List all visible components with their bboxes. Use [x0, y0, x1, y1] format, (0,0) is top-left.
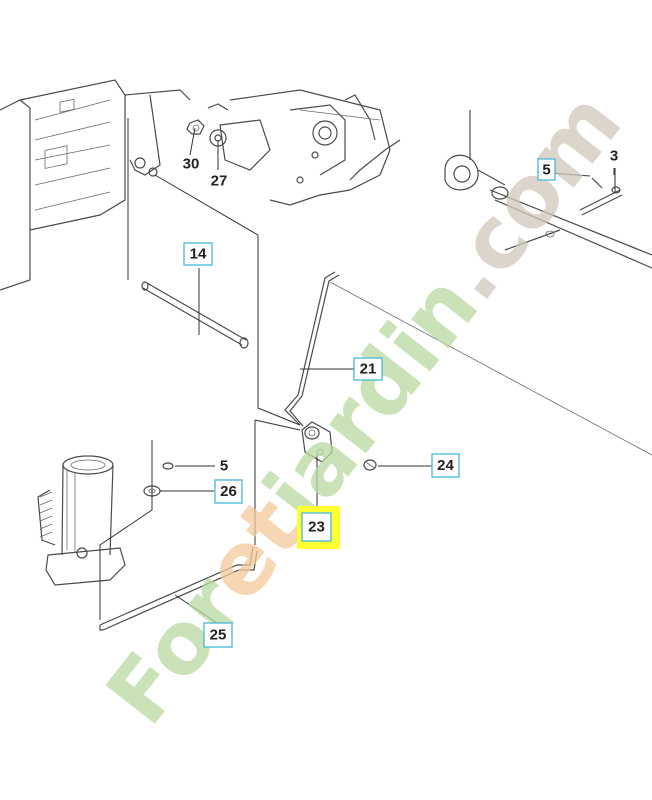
right-shaft-assembly	[444, 110, 652, 269]
chassis-frame	[0, 79, 191, 291]
guide-line	[299, 109, 652, 456]
callout-25-label: 25	[210, 627, 227, 644]
callout-23[interactable]: 23	[297, 506, 340, 549]
callout-23-label: 23	[308, 519, 325, 536]
plate-23	[301, 421, 333, 463]
callout-5-top[interactable]: 5	[537, 158, 556, 181]
callout-21[interactable]: 21	[353, 357, 383, 381]
upper-bracket-assembly	[186, 89, 401, 206]
callout-14-label: 14	[190, 246, 207, 263]
callout-5-lower-label: 5	[220, 458, 228, 475]
callout-5-lower[interactable]: 5	[220, 458, 228, 475]
callout-27[interactable]: 27	[211, 173, 228, 190]
callout-3-label: 3	[610, 148, 618, 165]
watermark-text: Foretjardin.com	[88, 74, 641, 743]
callout-25[interactable]: 25	[203, 622, 233, 648]
watermark: Foretjardin.com	[88, 74, 641, 743]
lower-left-mechanism	[37, 455, 174, 586]
callout-26[interactable]: 26	[214, 479, 243, 504]
bent-rod-25	[99, 546, 258, 631]
callout-30[interactable]: 30	[183, 156, 200, 173]
link-rod-21	[284, 271, 340, 427]
callout-26-label: 26	[220, 483, 237, 500]
rod-14	[141, 281, 249, 349]
callout-5-top-label: 5	[542, 162, 550, 179]
callout-21-label: 21	[360, 361, 377, 378]
callout-3[interactable]: 3	[610, 148, 618, 165]
callout-27-label: 27	[211, 173, 228, 190]
callout-24-label: 24	[437, 457, 454, 474]
callouts: 3 5 14 21 23 24 5	[183, 148, 618, 648]
callout-24[interactable]: 24	[431, 453, 460, 478]
callout-30-label: 30	[183, 156, 200, 173]
callout-14[interactable]: 14	[183, 242, 213, 266]
clip-24	[363, 459, 377, 471]
